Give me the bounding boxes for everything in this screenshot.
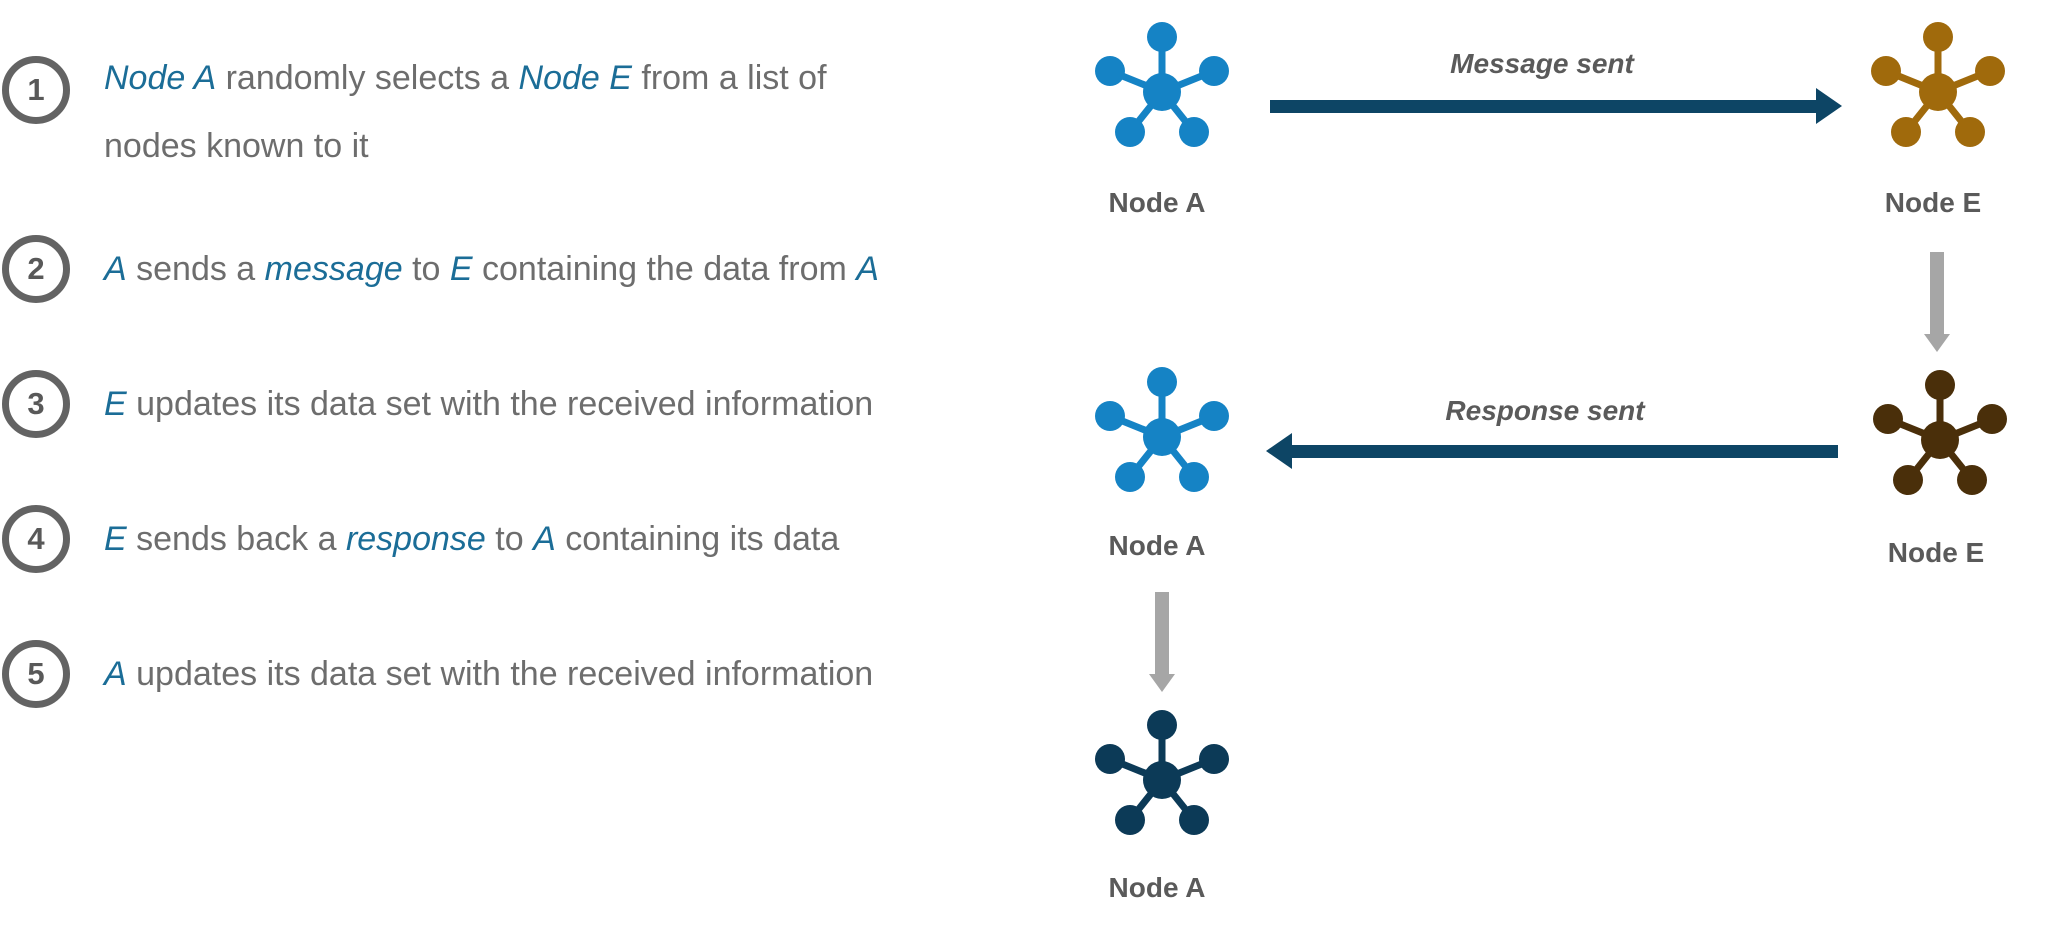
node-e-initial [1866, 20, 2010, 160]
node-satellite [1199, 401, 1229, 431]
node-satellite [1871, 56, 1901, 86]
text-fragment: sends back a [126, 520, 346, 558]
text-fragment: from a list of [631, 59, 827, 97]
response-arrow-head [1266, 433, 1292, 469]
node-satellite [1199, 56, 1229, 86]
message-arrow-head [1816, 88, 1842, 124]
step-text: E sends back a response to A containing … [104, 505, 884, 573]
text-fragment: containing the data from [472, 250, 857, 288]
step-text: Node A randomly selects a Node E from a … [104, 44, 884, 180]
step-text: A sends a message to E containing the da… [104, 235, 884, 303]
term: Node A [104, 59, 217, 97]
node-satellite [1115, 462, 1145, 492]
node-satellite [1925, 370, 1955, 400]
term: message [264, 250, 403, 288]
node-e-updated [1868, 368, 2012, 508]
text-fragment: to [402, 250, 450, 288]
node-hub [1919, 73, 1957, 111]
term: Node E [518, 59, 632, 97]
step-text-line-1: Node A randomly selects a Node E from a … [104, 44, 884, 112]
node-satellite [1115, 117, 1145, 147]
step-number-badge: 2 [2, 235, 70, 303]
node-satellite [1955, 117, 1985, 147]
node-a-initial [1090, 20, 1234, 160]
text-fragment: containing its data [555, 520, 840, 558]
step-number-badge: 4 [2, 505, 70, 573]
node-satellite [1975, 56, 2005, 86]
node-satellite [1147, 367, 1177, 397]
state-arrow-e [1924, 252, 1950, 352]
node-satellite [1115, 805, 1145, 835]
network-node-icon [1873, 370, 2007, 495]
node-satellite [1957, 465, 1987, 495]
text-fragment: updates its data set with the received i… [126, 385, 874, 423]
response-arrow [1266, 433, 1838, 469]
node-a-waiting [1090, 365, 1234, 505]
node-satellite [1095, 401, 1125, 431]
network-node-icon [1095, 367, 1229, 492]
term: A [104, 655, 127, 693]
term: A [104, 250, 127, 288]
step-text: A updates its data set with the received… [104, 640, 884, 708]
step-text: E updates its data set with the received… [104, 370, 884, 438]
node-satellite [1199, 744, 1229, 774]
network-node-icon [1095, 22, 1229, 147]
text-fragment: randomly selects a [216, 59, 519, 97]
response-arrow-shaft [1290, 445, 1838, 458]
node-satellite [1179, 117, 1209, 147]
response-sent-label: Response sent [1445, 395, 1645, 426]
node-a-waiting-label: Node A [1108, 530, 1206, 561]
node-hub [1143, 73, 1181, 111]
node-e-initial-label: Node E [1884, 187, 1982, 218]
node-hub [1143, 761, 1181, 799]
message-sent-label: Message sent [1450, 48, 1634, 79]
node-satellite [1179, 462, 1209, 492]
network-node-icon [1095, 710, 1229, 835]
text-fragment: updates its data set with the received i… [126, 655, 874, 693]
text-fragment: nodes known to it [104, 127, 369, 165]
node-satellite [1923, 22, 1953, 52]
node-satellite [1891, 117, 1921, 147]
network-node-icon [1871, 22, 2005, 147]
node-e-updated-label: Node E [1887, 537, 1985, 568]
text-fragment: to [485, 520, 534, 558]
node-satellite [1147, 710, 1177, 740]
node-satellite [1893, 465, 1923, 495]
term: A [856, 250, 879, 288]
node-a-initial-label: Node A [1108, 187, 1206, 218]
text-fragment: sends a [126, 250, 265, 288]
node-a-updated-label: Node A [1108, 872, 1206, 903]
node-satellite [1095, 56, 1125, 86]
node-satellite [1095, 744, 1125, 774]
message-arrow-shaft [1270, 100, 1818, 113]
node-a-updated [1090, 708, 1234, 848]
node-hub [1143, 418, 1181, 456]
step-number-badge: 3 [2, 370, 70, 438]
term: E [104, 520, 127, 558]
node-satellite [1873, 404, 1903, 434]
state-arrow-a [1149, 592, 1175, 692]
node-hub [1921, 421, 1959, 459]
node-satellite [1147, 22, 1177, 52]
step-text-line-2: nodes known to it [104, 112, 884, 180]
term: E [449, 250, 473, 288]
term: response [345, 520, 486, 558]
term: E [104, 385, 127, 423]
step-number-badge: 1 [2, 56, 70, 124]
node-satellite [1977, 404, 2007, 434]
step-number-badge: 5 [2, 640, 70, 708]
term: A [533, 520, 556, 558]
node-satellite [1179, 805, 1209, 835]
message-arrow [1270, 88, 1842, 124]
